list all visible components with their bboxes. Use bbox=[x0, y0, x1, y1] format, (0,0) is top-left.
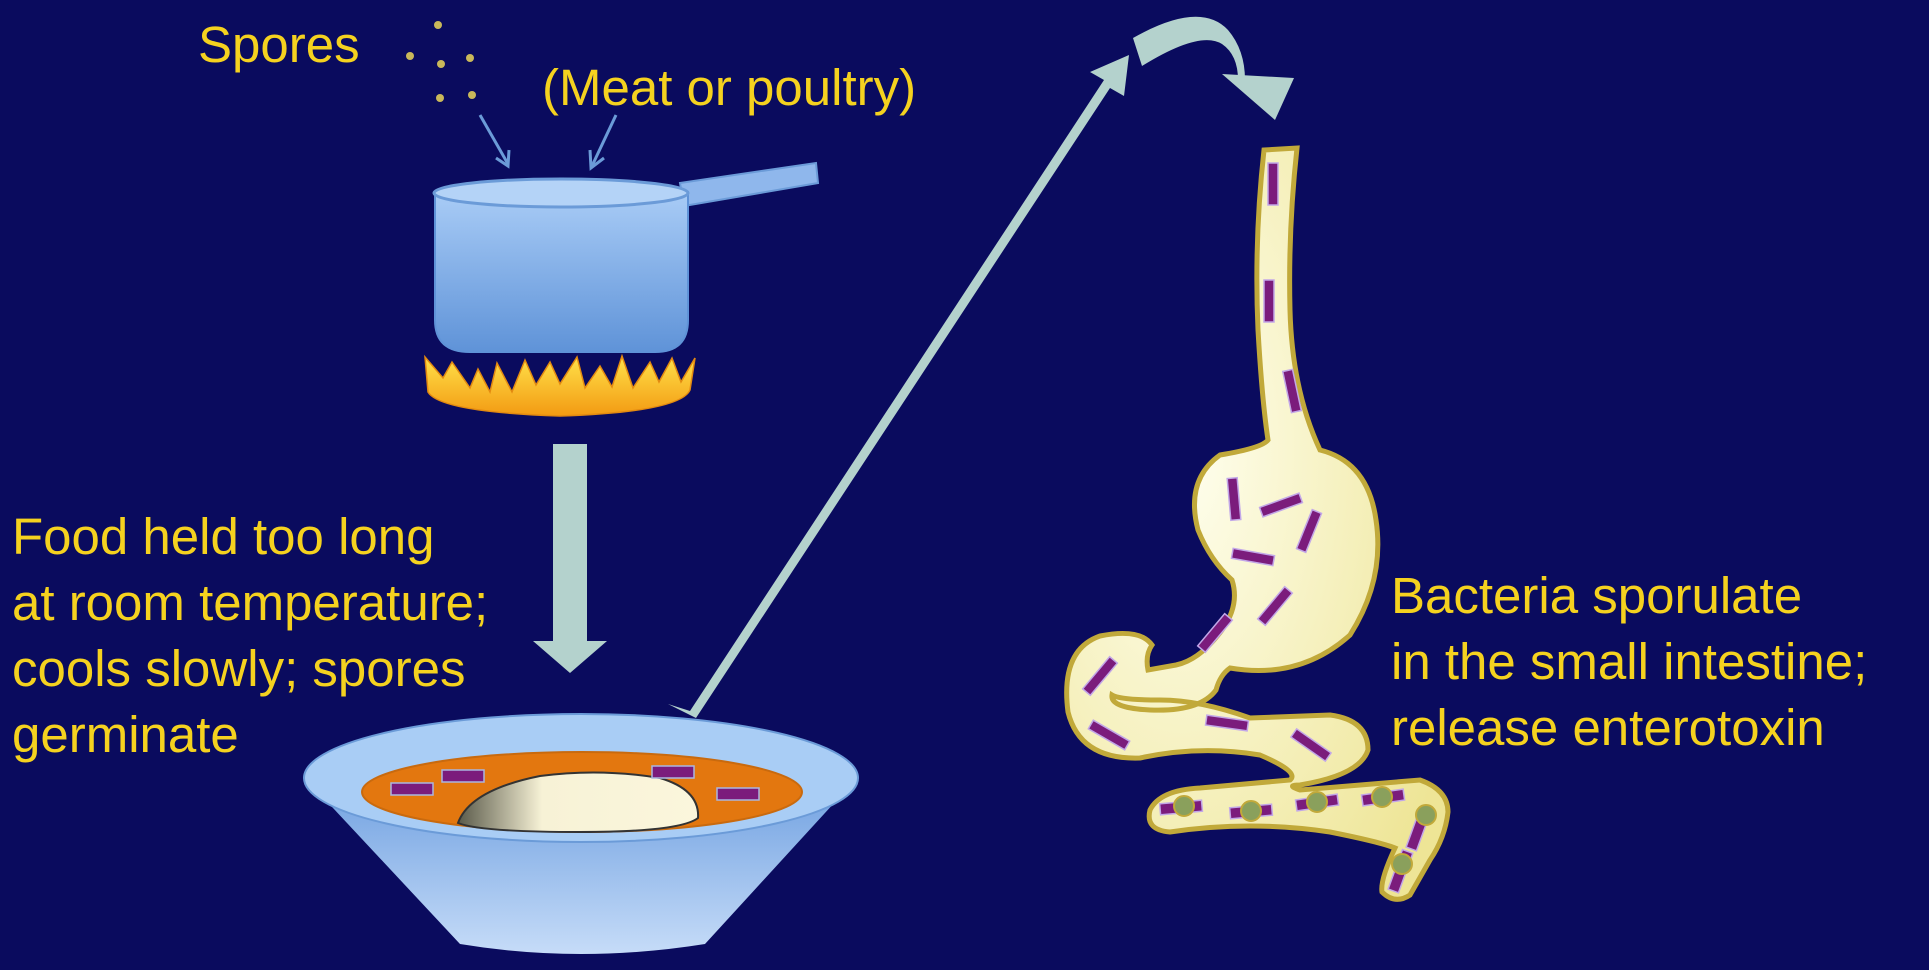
pot-body bbox=[435, 192, 688, 352]
pot-rim bbox=[434, 179, 688, 207]
serving-bowl bbox=[304, 714, 858, 954]
spores-dots bbox=[406, 21, 476, 102]
cooking-pot bbox=[434, 163, 818, 352]
curved-arrow bbox=[1133, 17, 1245, 80]
into-pot-arrows bbox=[480, 115, 616, 168]
curved-arrow-head bbox=[1222, 74, 1294, 120]
digestive-tract bbox=[1067, 148, 1448, 899]
diagonal-arrow bbox=[668, 55, 1129, 718]
down-arrow bbox=[533, 444, 607, 673]
flame-icon bbox=[425, 356, 695, 416]
pot-handle bbox=[680, 163, 818, 206]
